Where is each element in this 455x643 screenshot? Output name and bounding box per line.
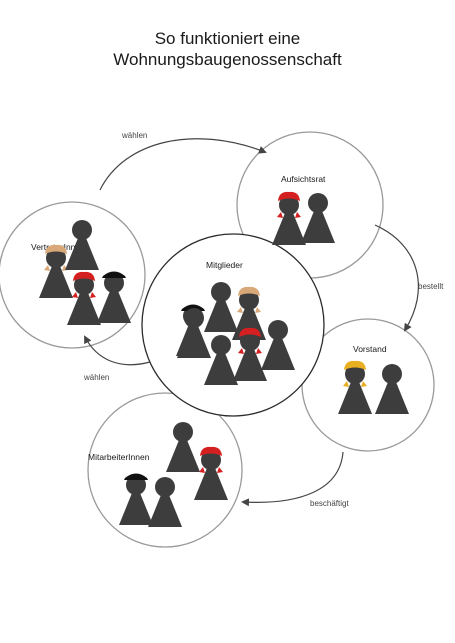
pawn-figure-icon — [338, 360, 372, 414]
pawn-figure-icon — [97, 271, 131, 323]
arrow-beschaeftigt — [241, 451, 344, 507]
pawn-figure-icon — [233, 327, 267, 381]
pawn-figure-icon — [148, 477, 182, 527]
pawn-figure-icon — [204, 335, 238, 385]
label-aufsichtsrat: Aufsichtsrat — [281, 174, 326, 184]
pawn-figure-icon — [39, 244, 73, 298]
page-title: So funktioniert eine Wohnungsbaugenossen… — [0, 28, 455, 70]
pawn-figure-icon — [272, 191, 306, 245]
arrow-bestellt — [374, 224, 419, 332]
title-line-1: So funktioniert eine — [154, 29, 301, 48]
pawn-figure-icon — [166, 422, 200, 472]
pawn-figure-icon — [194, 446, 228, 500]
title-line-2: Wohnungsbaugenossenschaft — [113, 50, 342, 69]
label-beschaeftigt: beschäftigt — [310, 499, 349, 508]
label-mitarbeiter: MitarbeiterInnen — [88, 452, 150, 462]
pawn-figure-icon — [67, 271, 101, 325]
figures-layer — [39, 191, 409, 527]
pawn-figure-icon — [301, 193, 335, 243]
pawn-figure-icon — [65, 220, 99, 270]
label-waehlen-left: wählen — [83, 373, 109, 382]
arrow-waehlen-left — [84, 335, 151, 366]
label-waehlen-top: wählen — [121, 131, 147, 140]
pawn-figure-icon — [375, 364, 409, 414]
label-bestellt: bestellt — [418, 282, 444, 291]
pawn-figure-icon — [204, 282, 238, 332]
arrow-waehlen-top — [99, 138, 267, 191]
pawn-figure-icon — [261, 320, 295, 370]
pawn-figure-icon — [177, 308, 211, 358]
pawn-figure-icon — [119, 473, 153, 525]
label-mitglieder: Mitglieder — [206, 260, 243, 270]
label-vorstand: Vorstand — [353, 344, 387, 354]
